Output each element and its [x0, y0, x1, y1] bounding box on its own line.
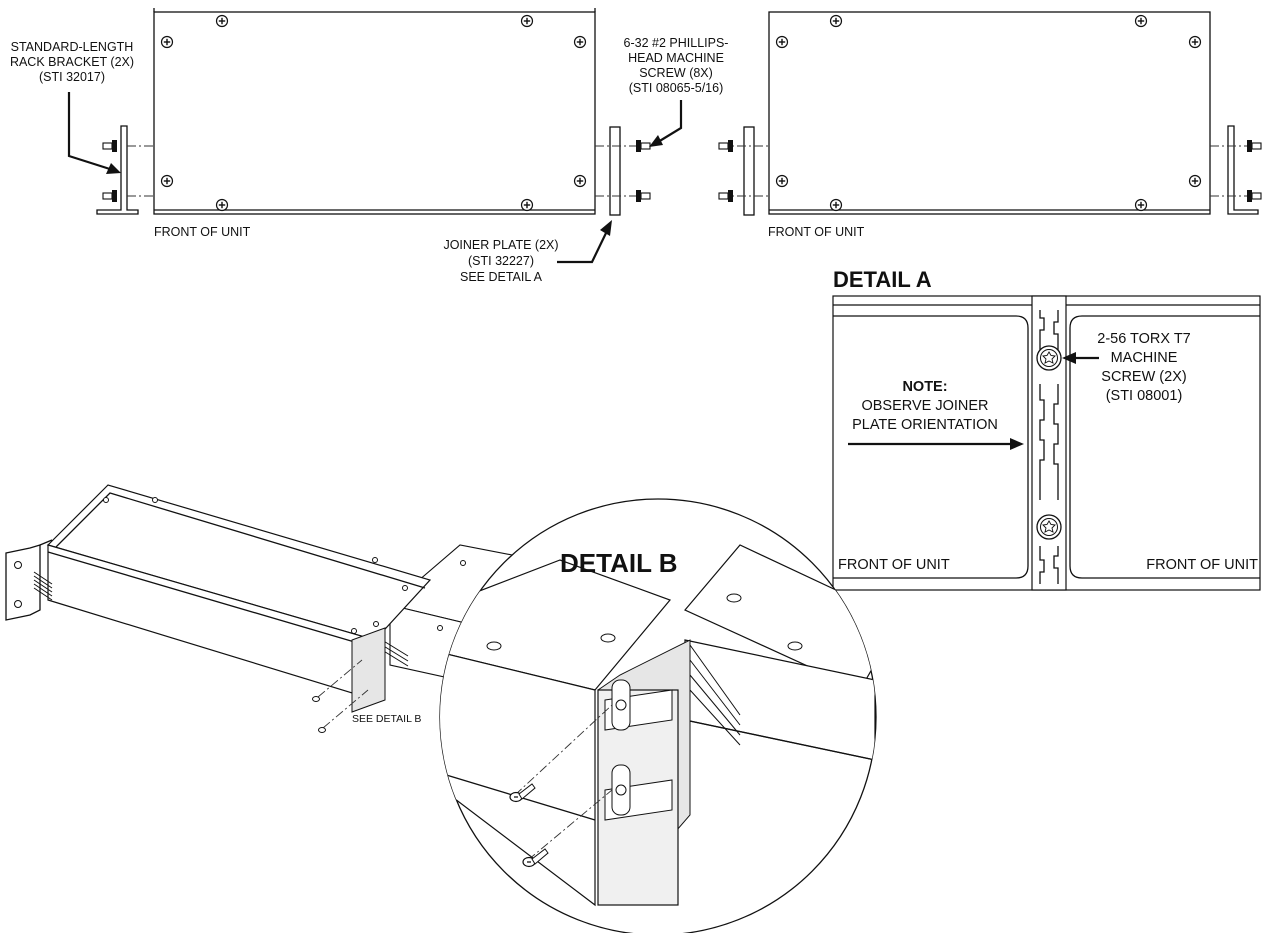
svg-text:HEAD MACHINE: HEAD MACHINE	[628, 51, 724, 65]
front-of-unit-left-label: FRONT OF UNIT	[154, 225, 251, 239]
left-unit-top-view	[153, 8, 596, 215]
svg-text:2-56 TORX T7: 2-56 TORX T7	[1097, 331, 1191, 347]
svg-text:STANDARD-LENGTH: STANDARD-LENGTH	[11, 40, 134, 54]
rack-bracket-callout: STANDARD-LENGTH RACK BRACKET (2X) (STI 3…	[10, 40, 134, 174]
svg-text:JOINER PLATE (2X): JOINER PLATE (2X)	[443, 238, 558, 252]
svg-text:SEE DETAIL A: SEE DETAIL A	[460, 270, 543, 284]
svg-text:PLATE ORIENTATION: PLATE ORIENTATION	[852, 417, 998, 433]
svg-text:(STI 08001): (STI 08001)	[1106, 388, 1183, 404]
detail-a-front-right: FRONT OF UNIT	[1146, 557, 1258, 573]
left-joiner-plate	[595, 126, 651, 216]
detail-a-front-left: FRONT OF UNIT	[838, 557, 950, 573]
svg-text:(STI 32017): (STI 32017)	[39, 70, 105, 84]
left-rack-bracket	[96, 125, 154, 215]
joiner-plate-callout: JOINER PLATE (2X) (STI 32227) SEE DETAIL…	[443, 220, 612, 284]
right-unit-top-view	[768, 11, 1211, 215]
phillips-screw-callout: 6-32 #2 PHILLIPS- HEAD MACHINE SCREW (8X…	[624, 36, 729, 147]
svg-text:RACK BRACKET (2X): RACK BRACKET (2X)	[10, 55, 134, 69]
svg-text:(STI 08065-5/16): (STI 08065-5/16)	[629, 81, 724, 95]
detail-a-title: DETAIL A	[833, 267, 932, 292]
svg-text:MACHINE: MACHINE	[1111, 350, 1178, 366]
svg-text:OBSERVE JOINER: OBSERVE JOINER	[861, 398, 988, 414]
right-joiner-plate	[718, 126, 769, 216]
note-title: NOTE:	[902, 379, 947, 395]
svg-text:SCREW (2X): SCREW (2X)	[1101, 369, 1186, 385]
svg-text:SCREW (8X): SCREW (8X)	[639, 66, 713, 80]
detail-b: DETAIL B	[439, 498, 877, 933]
detail-a: DETAIL A 2-56 TORX T7 MACHINE SCREW (2X)…	[832, 267, 1261, 591]
see-detail-b-label: SEE DETAIL B	[352, 713, 421, 725]
front-of-unit-right-label: FRONT OF UNIT	[768, 225, 865, 239]
svg-text:(STI 32227): (STI 32227)	[468, 254, 534, 268]
detail-b-title: DETAIL B	[560, 548, 677, 578]
svg-text:6-32 #2 PHILLIPS-: 6-32 #2 PHILLIPS-	[624, 36, 729, 50]
right-rack-bracket	[1210, 125, 1262, 215]
